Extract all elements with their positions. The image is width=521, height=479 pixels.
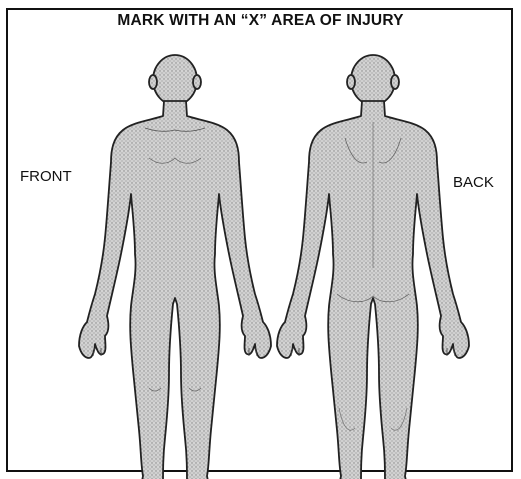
body-back-icon[interactable] xyxy=(277,55,469,479)
body-front-icon[interactable] xyxy=(79,55,271,479)
